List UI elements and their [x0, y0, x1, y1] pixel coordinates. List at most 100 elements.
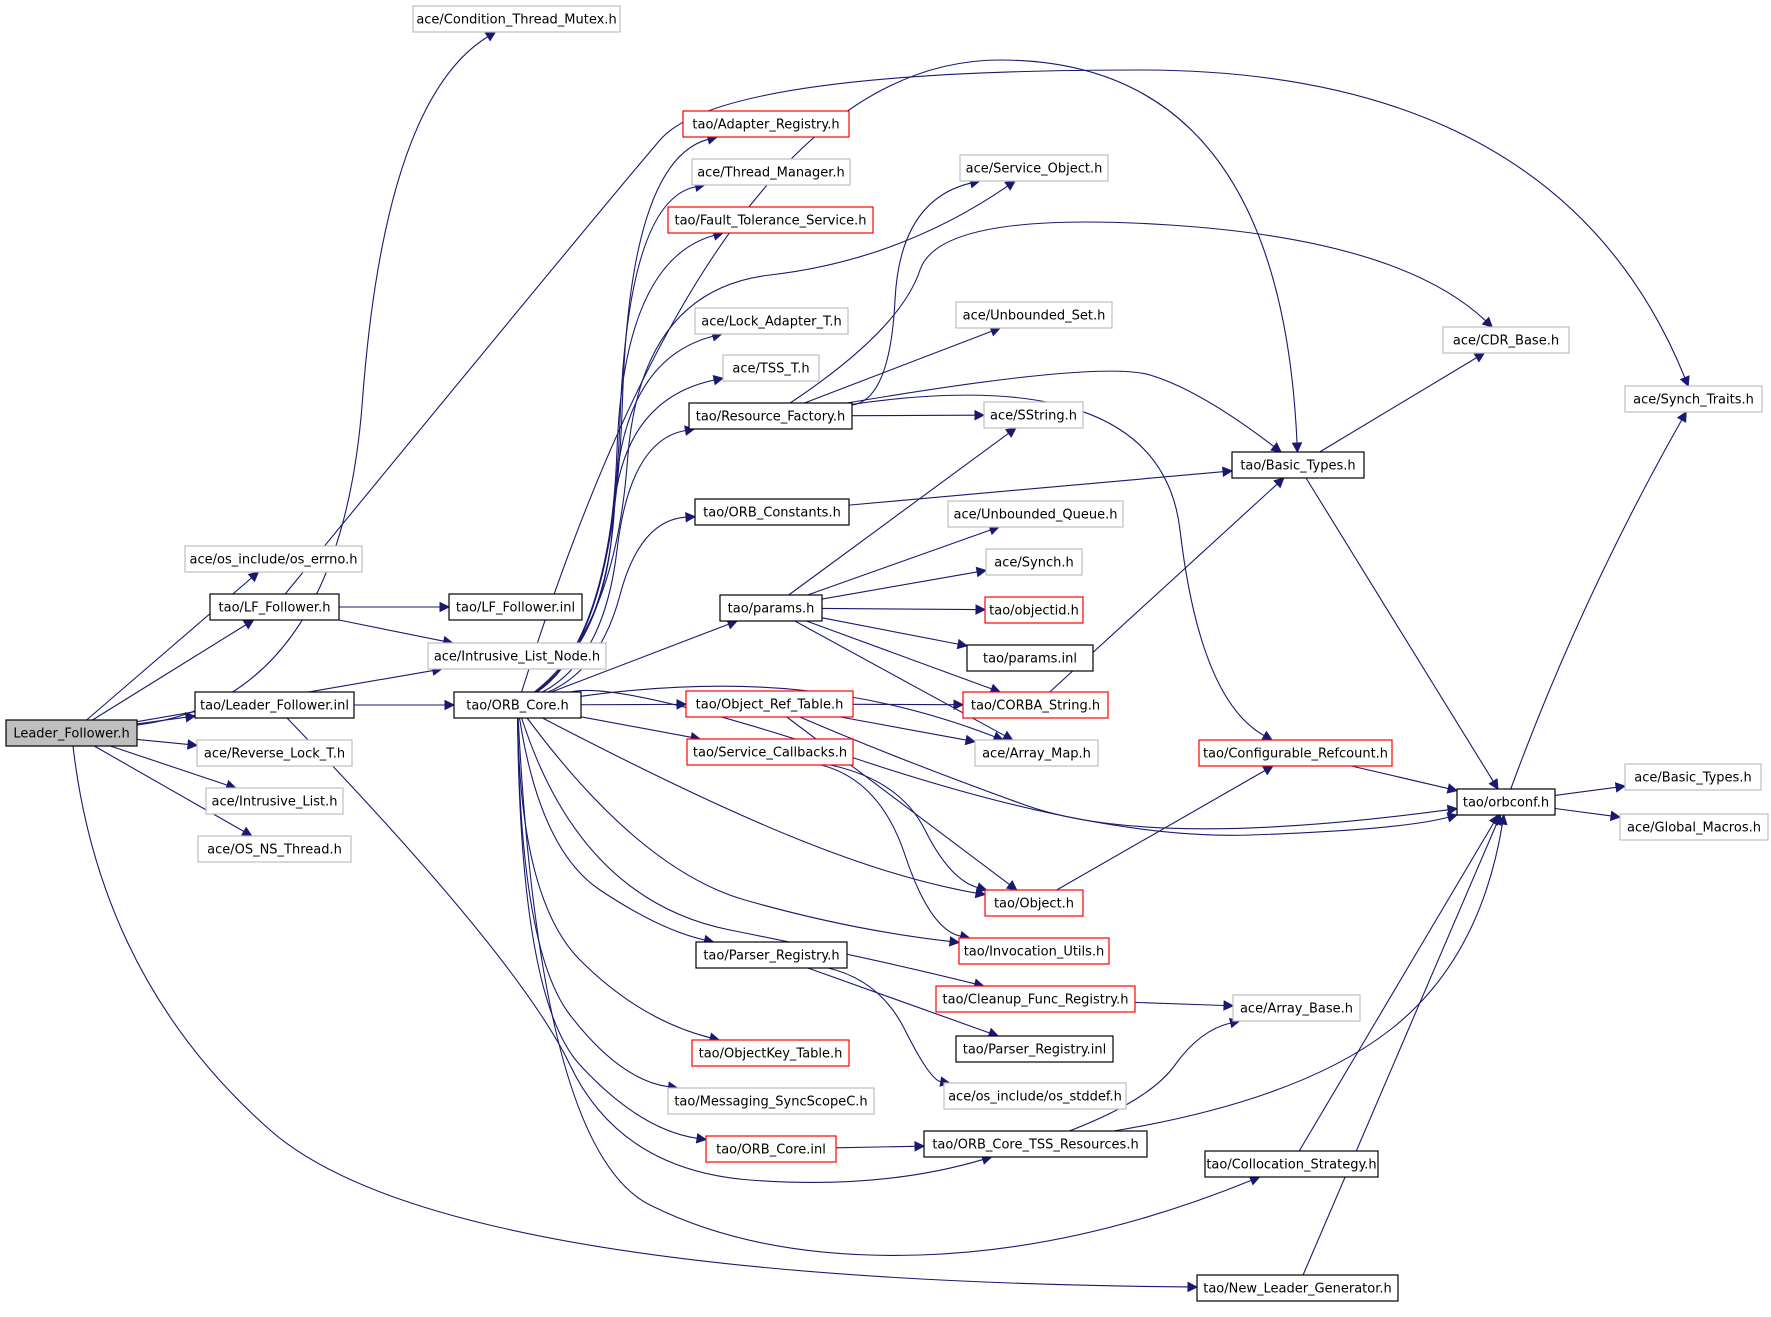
node-orb-core-h[interactable]: tao/ORB_Core.h	[453, 691, 582, 719]
node-fault-tolerance[interactable]: tao/Fault_Tolerance_Service.h	[667, 206, 874, 234]
node-messaging-syncscope[interactable]: tao/Messaging_SyncScopeC.h	[667, 1087, 875, 1115]
node-box[interactable]	[5, 719, 138, 747]
node-box[interactable]	[453, 691, 582, 719]
node-box[interactable]	[974, 739, 1099, 767]
node-box[interactable]	[719, 594, 823, 622]
node-service-callbacks[interactable]: tao/Service_Callbacks.h	[686, 738, 854, 766]
node-lf-h[interactable]: Leader_Follower.h	[5, 719, 138, 747]
node-lock-adapter[interactable]: ace/Lock_Adapter_T.h	[694, 307, 849, 335]
node-orbconf[interactable]: tao/orbconf.h	[1456, 788, 1556, 816]
node-basic-types-ace[interactable]: ace/Basic_Types.h	[1624, 763, 1762, 791]
node-box[interactable]	[955, 1035, 1114, 1063]
node-box[interactable]	[955, 301, 1113, 329]
node-params-inl[interactable]: tao/params.inl	[966, 644, 1094, 672]
node-box[interactable]	[412, 5, 621, 33]
node-parser-registry-inl[interactable]: tao/Parser_Registry.inl	[955, 1035, 1114, 1063]
node-parser-registry-h[interactable]: tao/Parser_Registry.h	[695, 941, 848, 969]
node-box[interactable]	[205, 787, 344, 815]
node-thread-manager[interactable]: ace/Thread_Manager.h	[691, 158, 851, 186]
node-box[interactable]	[722, 354, 820, 382]
node-resource-factory[interactable]: tao/Resource_Factory.h	[688, 402, 853, 430]
node-box[interactable]	[984, 596, 1084, 624]
node-box[interactable]	[695, 941, 848, 969]
node-box[interactable]	[194, 691, 355, 719]
node-box[interactable]	[184, 545, 363, 573]
node-objectkey-table[interactable]: tao/ObjectKey_Table.h	[691, 1039, 850, 1067]
node-cond-mutex[interactable]: ace/Condition_Thread_Mutex.h	[412, 5, 621, 33]
node-box[interactable]	[966, 644, 1094, 672]
node-box[interactable]	[1442, 326, 1570, 354]
node-global-macros[interactable]: ace/Global_Macros.h	[1619, 813, 1769, 841]
node-box[interactable]	[685, 690, 854, 718]
node-lf-follower-h[interactable]: tao/LF_Follower.h	[209, 593, 340, 621]
node-configurable-refcount[interactable]: tao/Configurable_Refcount.h	[1198, 739, 1393, 767]
node-cleanup-func-registry[interactable]: tao/Cleanup_Func_Registry.h	[935, 985, 1136, 1013]
node-array-map[interactable]: ace/Array_Map.h	[974, 739, 1099, 767]
node-array-base[interactable]: ace/Array_Base.h	[1232, 994, 1361, 1022]
node-box[interactable]	[943, 1082, 1127, 1110]
node-orb-constants[interactable]: tao/ORB_Constants.h	[694, 498, 850, 526]
node-box[interactable]	[935, 985, 1136, 1013]
node-box[interactable]	[923, 1130, 1148, 1158]
node-box[interactable]	[197, 835, 352, 863]
node-box[interactable]	[688, 402, 853, 430]
node-orb-core-inl[interactable]: tao/ORB_Core.inl	[705, 1135, 837, 1163]
node-leader-follower-inl[interactable]: tao/Leader_Follower.inl	[194, 691, 355, 719]
node-params-h[interactable]: tao/params.h	[719, 594, 823, 622]
node-box[interactable]	[1196, 1274, 1399, 1302]
node-os-ns-thread[interactable]: ace/OS_NS_Thread.h	[197, 835, 352, 863]
node-cdr-base[interactable]: ace/CDR_Base.h	[1442, 326, 1570, 354]
node-unbounded-queue[interactable]: ace/Unbounded_Queue.h	[947, 500, 1124, 528]
node-unbounded-set[interactable]: ace/Unbounded_Set.h	[955, 301, 1113, 329]
node-box[interactable]	[667, 1087, 875, 1115]
node-box[interactable]	[1231, 451, 1365, 479]
node-box[interactable]	[691, 1039, 850, 1067]
node-box[interactable]	[667, 206, 874, 234]
node-box[interactable]	[448, 593, 583, 621]
node-intrusive-list[interactable]: ace/Intrusive_List.h	[205, 787, 344, 815]
node-box[interactable]	[682, 110, 850, 138]
node-box[interactable]	[958, 937, 1110, 965]
node-synch[interactable]: ace/Synch.h	[985, 548, 1083, 576]
node-object-ref-table[interactable]: tao/Object_Ref_Table.h	[685, 690, 854, 718]
node-box[interactable]	[1624, 763, 1762, 791]
node-synch-traits[interactable]: ace/Synch_Traits.h	[1624, 385, 1763, 413]
node-box[interactable]	[984, 889, 1084, 917]
node-box[interactable]	[694, 498, 850, 526]
node-box[interactable]	[1204, 1150, 1379, 1178]
node-adapter-registry[interactable]: tao/Adapter_Registry.h	[682, 110, 850, 138]
node-lf-follower-inl[interactable]: tao/LF_Follower.inl	[448, 593, 583, 621]
node-sstring[interactable]: ace/SString.h	[983, 401, 1084, 429]
node-new-leader-generator[interactable]: tao/New_Leader_Generator.h	[1196, 1274, 1399, 1302]
node-box[interactable]	[427, 642, 607, 670]
node-service-object[interactable]: ace/Service_Object.h	[959, 154, 1109, 182]
node-box[interactable]	[1198, 739, 1393, 767]
node-box[interactable]	[947, 500, 1124, 528]
node-box[interactable]	[196, 739, 353, 767]
node-invocation-utils[interactable]: tao/Invocation_Utils.h	[958, 937, 1110, 965]
node-box[interactable]	[209, 593, 340, 621]
node-object-h[interactable]: tao/Object.h	[984, 889, 1084, 917]
node-os-errno[interactable]: ace/os_include/os_errno.h	[184, 545, 363, 573]
node-objectid[interactable]: tao/objectid.h	[984, 596, 1084, 624]
node-intrusive-list-node[interactable]: ace/Intrusive_List_Node.h	[427, 642, 607, 670]
node-corba-string[interactable]: tao/CORBA_String.h	[962, 691, 1109, 719]
node-box[interactable]	[985, 548, 1083, 576]
node-box[interactable]	[686, 738, 854, 766]
node-box[interactable]	[962, 691, 1109, 719]
node-box[interactable]	[1624, 385, 1763, 413]
node-tss-t[interactable]: ace/TSS_T.h	[722, 354, 820, 382]
node-box[interactable]	[1232, 994, 1361, 1022]
node-collocation-strategy[interactable]: tao/Collocation_Strategy.h	[1204, 1150, 1379, 1178]
node-box[interactable]	[705, 1135, 837, 1163]
node-orb-core-tss[interactable]: tao/ORB_Core_TSS_Resources.h	[923, 1130, 1148, 1158]
node-box[interactable]	[1456, 788, 1556, 816]
node-box[interactable]	[959, 154, 1109, 182]
node-os-stddef[interactable]: ace/os_include/os_stddef.h	[943, 1082, 1127, 1110]
node-box[interactable]	[1619, 813, 1769, 841]
node-box[interactable]	[983, 401, 1084, 429]
node-reverse-lock[interactable]: ace/Reverse_Lock_T.h	[196, 739, 353, 767]
node-basic-types-tao[interactable]: tao/Basic_Types.h	[1231, 451, 1365, 479]
node-box[interactable]	[694, 307, 849, 335]
node-box[interactable]	[691, 158, 851, 186]
